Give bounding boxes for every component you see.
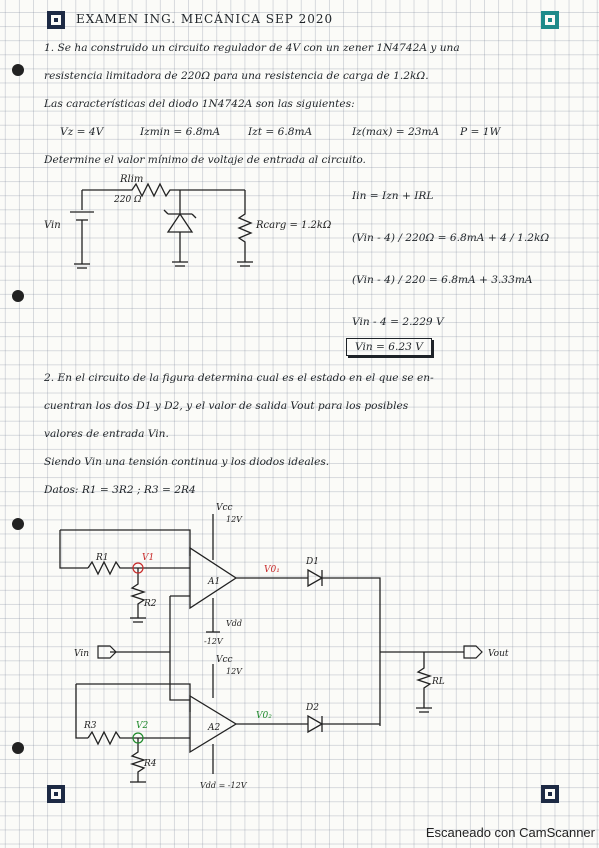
rlim-label: Rlim bbox=[119, 174, 143, 185]
v2-label: V2 bbox=[136, 721, 148, 731]
binder-hole-3 bbox=[12, 518, 24, 530]
d1-label: D1 bbox=[305, 557, 319, 567]
vo1-label: V0₁ bbox=[264, 565, 280, 575]
d2-label: D2 bbox=[305, 703, 319, 713]
spec-izmin: Izmin = 6.8mA bbox=[140, 126, 221, 138]
v1-label: V1 bbox=[142, 553, 154, 563]
work-line-1: Iin = Izn + IRL bbox=[352, 190, 434, 202]
scanner-footer: Escaneado con CamScanner bbox=[425, 825, 595, 840]
work-line-2: (Vin - 4) / 220Ω = 6.8mA + 4 / 1.2kΩ bbox=[352, 232, 550, 244]
problem1-question: Determine el valor mínimo de voltaje de … bbox=[44, 154, 366, 166]
work-line-3: (Vin - 4) / 220 = 6.8mA + 3.33mA bbox=[352, 274, 533, 286]
opamp-comparator-circuit: Vcc 12V R1 V1 R2 A1 V0₁ D1 Vdd -12V Vin … bbox=[59, 503, 509, 790]
spec-vz: Vz = 4V bbox=[60, 126, 104, 138]
r4-label: R4 bbox=[143, 759, 157, 769]
problem2-line-1: 2. En el circuito de la figura determina… bbox=[44, 372, 434, 384]
corner-marker-bottom-left bbox=[47, 785, 65, 803]
corner-marker-top-right bbox=[541, 11, 559, 29]
vcc-mid-label: Vcc bbox=[216, 655, 233, 665]
a1-label: A1 bbox=[207, 577, 220, 587]
zener-regulator-circuit: Rlim 220 Ω Vin Rcarg = 1.2kΩ bbox=[44, 174, 331, 269]
r3-label: R3 bbox=[83, 721, 97, 731]
corner-marker-bottom-right bbox=[541, 785, 559, 803]
binder-hole-1 bbox=[12, 64, 24, 76]
problem1-line-1: 1. Se ha construido un circuito regulado… bbox=[44, 42, 460, 54]
spec-izt: Izt = 6.8mA bbox=[248, 126, 313, 138]
r2-label: R2 bbox=[143, 599, 157, 609]
rl-label: RL bbox=[431, 677, 445, 687]
spec-izm: Iz(max) = 23mA bbox=[352, 126, 440, 138]
minus12-label: -12V bbox=[204, 637, 224, 646]
problem1-line-3: Las características del diodo 1N4742A so… bbox=[44, 98, 355, 110]
corner-marker-top-left bbox=[47, 11, 65, 29]
problem2-line-4: Siendo Vin una tensión continua y los di… bbox=[44, 456, 330, 468]
work-line-4: Vin - 4 = 2.229 V bbox=[352, 316, 444, 328]
vdd-label: Vdd bbox=[226, 619, 242, 628]
binder-hole-2 bbox=[12, 290, 24, 302]
problem2-line-3: valores de entrada Vin. bbox=[44, 428, 169, 440]
vdd-bottom-label: Vdd = -12V bbox=[200, 781, 248, 790]
vcc-top-label: Vcc bbox=[216, 503, 233, 513]
problem2-line-5: Datos: R1 = 3R2 ; R3 = 2R4 bbox=[44, 484, 196, 496]
problem1-line-2: resistencia limitadora de 220Ω para una … bbox=[44, 70, 429, 82]
binder-hole-4 bbox=[12, 742, 24, 754]
vo2-label: V0₂ bbox=[256, 711, 272, 721]
a2-label: A2 bbox=[207, 723, 220, 733]
v12-mid-label: 12V bbox=[226, 667, 243, 676]
problem2-line-2: cuentran los dos D1 y D2, y el valor de … bbox=[44, 400, 409, 412]
spec-pz: P = 1W bbox=[460, 126, 501, 138]
r1-label: R1 bbox=[95, 553, 109, 563]
vin-label: Vin bbox=[44, 220, 61, 231]
v12-top-label: 12V bbox=[226, 515, 243, 524]
vin-label-2: Vin bbox=[74, 649, 89, 659]
work-result-box: Vin = 6.23 V bbox=[346, 338, 432, 356]
rload-label: Rcarg = 1.2kΩ bbox=[255, 220, 331, 231]
rlim-value: 220 Ω bbox=[113, 195, 142, 205]
exam-header: EXAMEN ING. MECÁNICA SEP 2020 bbox=[76, 12, 334, 26]
vout-label: Vout bbox=[488, 649, 509, 659]
